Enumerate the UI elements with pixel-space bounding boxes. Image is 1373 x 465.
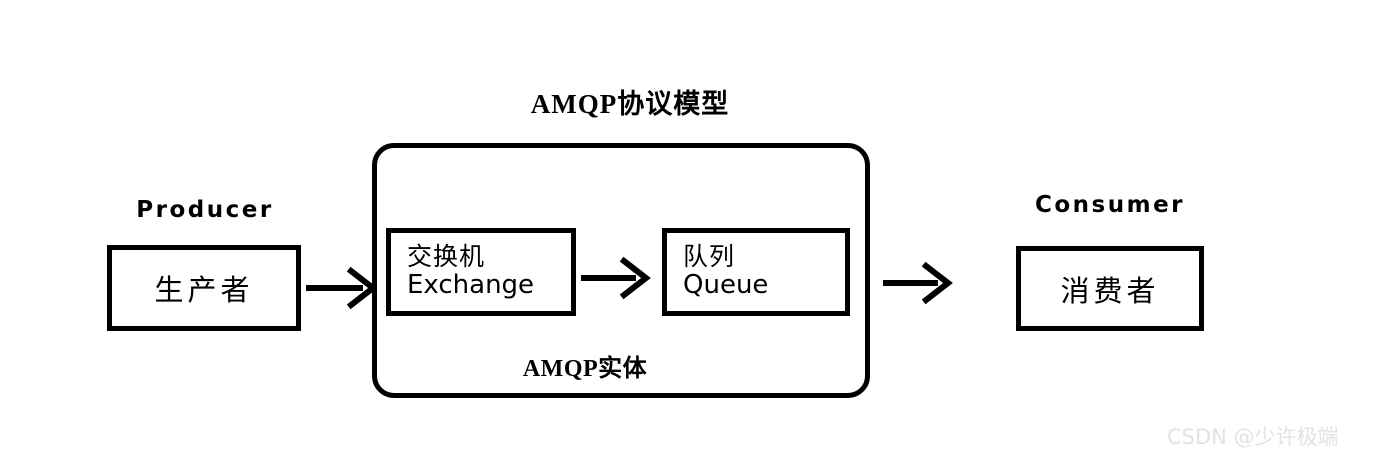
exchange-box-latin-label: Exchange	[407, 269, 535, 300]
producer-label: Producer	[136, 197, 274, 223]
producer-box-text: 生产者	[154, 275, 254, 307]
amqp-entity-caption: AMQP实体	[522, 356, 648, 382]
consumer-box-text: 消费者	[1060, 275, 1160, 308]
arrow-entity-to-consumer	[883, 261, 953, 305]
diagram-title: AMQP协议模型	[530, 89, 730, 119]
arrow-producer-to-entity	[306, 266, 378, 310]
exchange-box-cjk-label: 交换机	[407, 244, 486, 272]
consumer-label: Consumer	[1034, 192, 1186, 218]
queue-box-latin-label: Queue	[683, 269, 769, 300]
csdn-watermark: CSDN @少许极端	[1167, 425, 1339, 449]
exchange-box[interactable]: 交换机 Exchange	[386, 228, 576, 316]
queue-box[interactable]: 队列 Queue	[662, 228, 850, 316]
producer-box[interactable]: 生产者	[107, 245, 301, 331]
arrow-exchange-to-queue	[581, 256, 651, 300]
consumer-box[interactable]: 消费者	[1016, 246, 1204, 331]
queue-box-cjk-label: 队列	[683, 244, 736, 272]
